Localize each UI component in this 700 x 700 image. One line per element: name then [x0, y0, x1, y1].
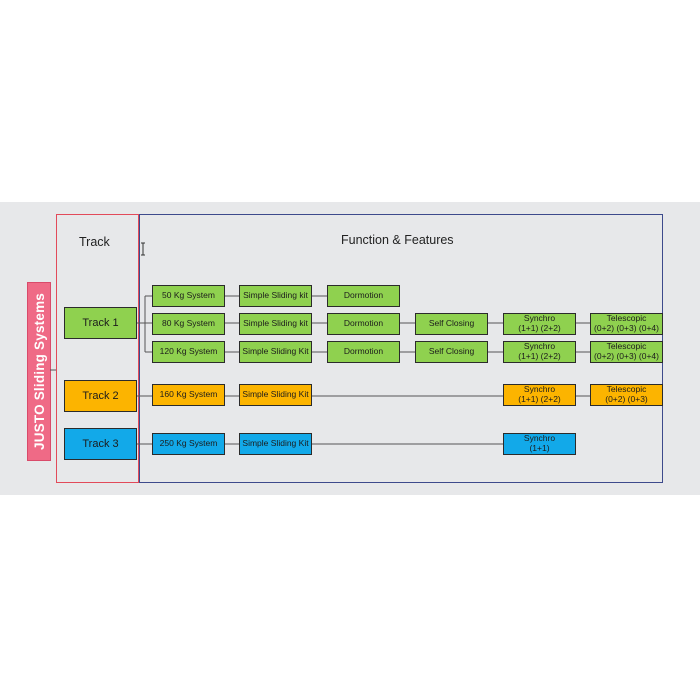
- features-column-header: Function & Features: [341, 233, 454, 247]
- node-label: Dormotion: [343, 290, 384, 301]
- node-simple-sliding-kit[interactable]: Simple Sliding Kit: [239, 433, 312, 455]
- node-track-1[interactable]: Track 1: [64, 307, 137, 339]
- node-synchro[interactable]: Synchro(1+1) (2+2): [503, 384, 576, 406]
- node-120kg-system[interactable]: 120 Kg System: [152, 341, 225, 363]
- node-label: Synchro: [523, 433, 556, 444]
- node-dormotion[interactable]: Dormotion: [327, 285, 400, 307]
- node-sublabel: (0+2) (0+3): [605, 394, 648, 404]
- node-label: Telescopic: [606, 313, 647, 324]
- node-simple-sliding-kit[interactable]: Simple Sliding kit: [239, 313, 312, 335]
- node-simple-sliding-kit[interactable]: Simple Sliding Kit: [239, 341, 312, 363]
- node-sublabel: (1+1) (2+2): [518, 323, 561, 333]
- node-simple-sliding-kit[interactable]: Simple Sliding Kit: [239, 384, 312, 406]
- node-simple-sliding-kit[interactable]: Simple Sliding kit: [239, 285, 312, 307]
- node-50kg-system[interactable]: 50 Kg System: [152, 285, 225, 307]
- node-sublabel: (1+1) (2+2): [518, 351, 561, 361]
- node-label: 120 Kg System: [159, 346, 218, 357]
- node-label: Track 1: [82, 316, 119, 329]
- node-track-3[interactable]: Track 3: [64, 428, 137, 460]
- node-sublabel: (1+1) (2+2): [518, 394, 561, 404]
- node-label: 50 Kg System: [162, 290, 215, 301]
- node-self-closing[interactable]: Self Closing: [415, 341, 488, 363]
- node-telescopic[interactable]: Telescopic(0+2) (0+3): [590, 384, 663, 406]
- node-dormotion[interactable]: Dormotion: [327, 341, 400, 363]
- node-sublabel: (1+1): [529, 443, 550, 453]
- node-160kg-system[interactable]: 160 Kg System: [152, 384, 225, 406]
- node-dormotion[interactable]: Dormotion: [327, 313, 400, 335]
- text-cursor-icon: [141, 242, 145, 256]
- node-label: Simple Sliding Kit: [242, 346, 309, 357]
- node-250kg-system[interactable]: 250 Kg System: [152, 433, 225, 455]
- node-label: 80 Kg System: [162, 318, 215, 329]
- node-label: Self Closing: [428, 318, 475, 329]
- node-label: Self Closing: [428, 346, 475, 357]
- node-telescopic[interactable]: Telescopic(0+2) (0+3) (0+4): [590, 313, 663, 335]
- node-label: Track 2: [82, 389, 119, 402]
- node-label: Synchro: [523, 341, 556, 352]
- node-sublabel: (0+2) (0+3) (0+4): [594, 323, 659, 333]
- node-synchro[interactable]: Synchro(1+1): [503, 433, 576, 455]
- node-label: Simple Sliding kit: [243, 290, 308, 301]
- diagram-title-vertical: JUSTO Sliding Systems: [27, 282, 51, 461]
- node-label: Track 3: [82, 437, 119, 450]
- node-label: Simple Sliding Kit: [242, 438, 309, 449]
- node-label: 250 Kg System: [159, 438, 218, 449]
- node-label: 160 Kg System: [159, 389, 218, 400]
- node-self-closing[interactable]: Self Closing: [415, 313, 488, 335]
- node-telescopic[interactable]: Telescopic(0+2) (0+3) (0+4): [590, 341, 663, 363]
- node-label: Synchro: [523, 313, 556, 324]
- node-label: Telescopic: [606, 384, 647, 395]
- node-label: Simple Sliding Kit: [242, 389, 309, 400]
- node-synchro[interactable]: Synchro(1+1) (2+2): [503, 313, 576, 335]
- track-column-header: Track: [79, 235, 110, 249]
- node-track-2[interactable]: Track 2: [64, 380, 137, 412]
- track-column-frame: [56, 214, 139, 483]
- node-label: Dormotion: [343, 318, 384, 329]
- node-80kg-system[interactable]: 80 Kg System: [152, 313, 225, 335]
- node-label: Synchro: [523, 384, 556, 395]
- node-label: Telescopic: [606, 341, 647, 352]
- node-label: Dormotion: [343, 346, 384, 357]
- node-synchro[interactable]: Synchro(1+1) (2+2): [503, 341, 576, 363]
- node-sublabel: (0+2) (0+3) (0+4): [594, 351, 659, 361]
- node-label: Simple Sliding kit: [243, 318, 308, 329]
